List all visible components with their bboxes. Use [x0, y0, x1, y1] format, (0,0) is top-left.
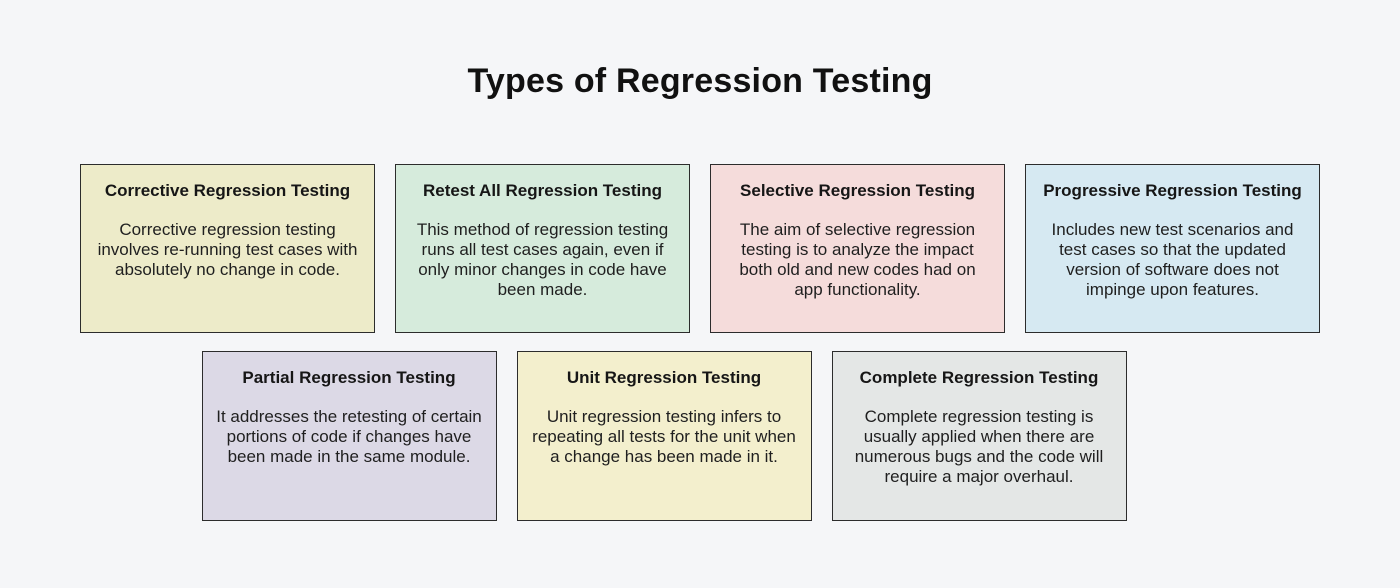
card-row-2: Partial Regression Testing It addresses … [0, 351, 1364, 521]
card-title: Complete Regression Testing [859, 368, 1099, 387]
card-description: Corrective regression testing involves r… [97, 220, 358, 279]
card-title: Progressive Regression Testing [1043, 181, 1302, 200]
card-title: Selective Regression Testing [740, 181, 975, 200]
regression-type-card: Progressive Regression Testing Includes … [1025, 164, 1320, 333]
card-title: Partial Regression Testing [242, 368, 456, 387]
regression-type-card: Partial Regression Testing It addresses … [201, 351, 497, 521]
regression-type-card: Unit Regression Testing Unit regression … [516, 351, 812, 521]
regression-type-card: Selective Regression Testing The aim of … [710, 164, 1005, 333]
card-description: Unit regression testing infers to repeat… [532, 407, 796, 466]
card-title: Retest All Regression Testing [423, 181, 662, 200]
regression-type-card: Retest All Regression Testing This metho… [395, 164, 690, 333]
card-description: It addresses the retesting of certain po… [216, 407, 482, 466]
card-description: The aim of selective regression testing … [739, 220, 976, 299]
page-title: Types of Regression Testing [467, 62, 933, 100]
regression-type-card: Complete Regression Testing Complete reg… [831, 351, 1127, 521]
card-title: Corrective Regression Testing [104, 181, 351, 200]
card-title: Unit Regression Testing [566, 368, 762, 387]
card-row-1: Corrective Regression Testing Corrective… [0, 164, 1400, 333]
card-description: This method of regression testing runs a… [416, 220, 669, 299]
card-description: Complete regression testing is usually a… [854, 407, 1104, 486]
regression-type-card: Corrective Regression Testing Corrective… [80, 164, 375, 333]
card-description: Includes new test scenarios and test cas… [1051, 220, 1294, 299]
